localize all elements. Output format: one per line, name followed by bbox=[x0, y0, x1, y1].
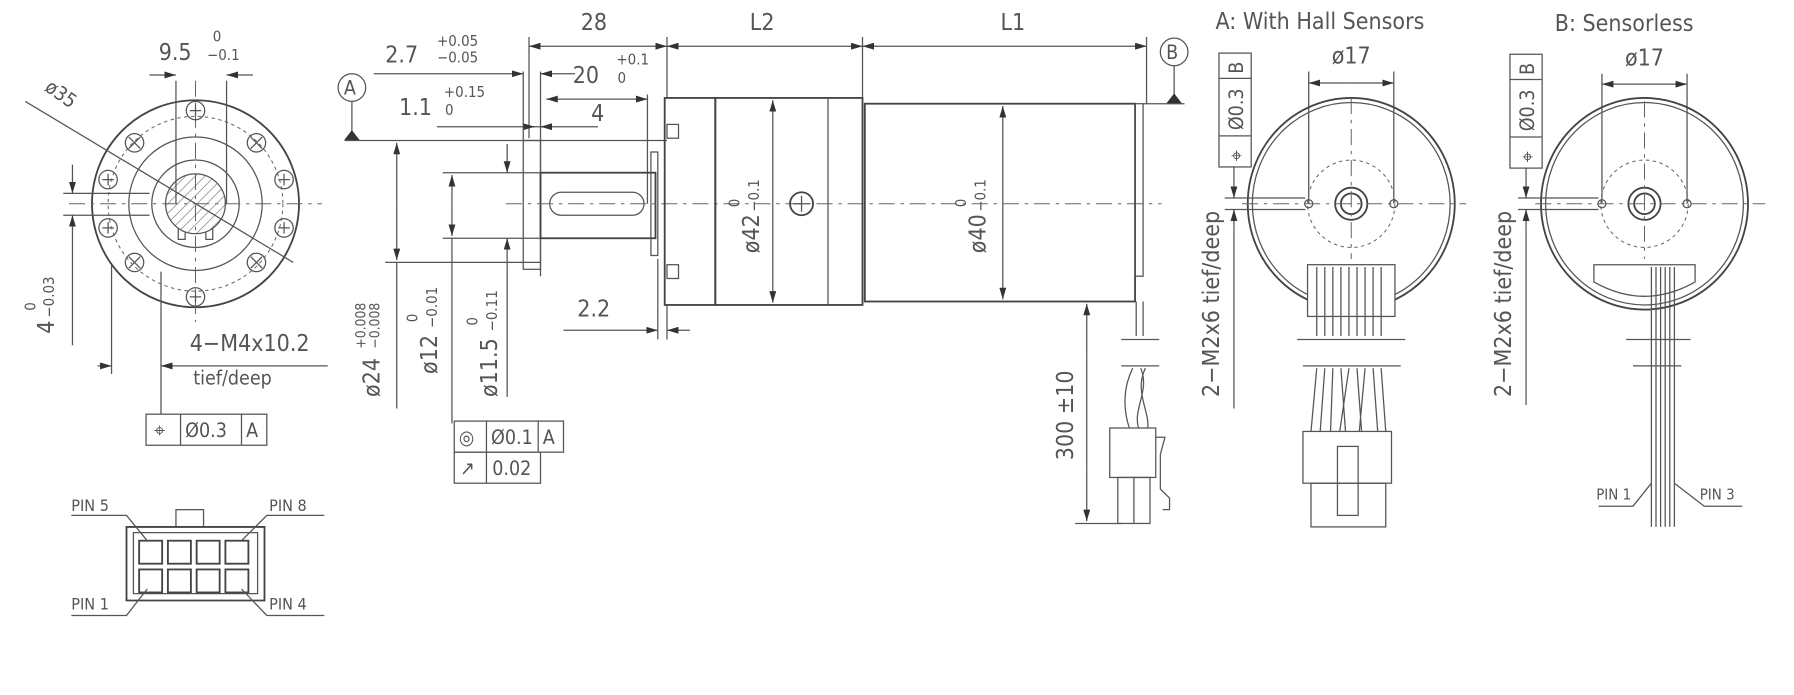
key-slot bbox=[549, 191, 645, 216]
dia-40-upper: 0 bbox=[952, 199, 970, 208]
dia-42-upper: 0 bbox=[725, 199, 743, 208]
diameter-35: ø35 bbox=[41, 75, 81, 113]
pin-4-label: PIN 4 bbox=[269, 595, 307, 614]
dia-12-lower: −0.01 bbox=[423, 287, 441, 328]
dia-11-5-lower: −0.11 bbox=[483, 290, 501, 331]
diameter-42: ø42 bbox=[739, 214, 765, 253]
position-icon: ⌖ bbox=[1516, 151, 1539, 162]
rear-view-hall-sensors: A: With Hall Sensors ø17 B Ø0.3 ⌖ 2−M2x6… bbox=[1199, 9, 1467, 528]
width-tol-upper: 0 bbox=[213, 28, 222, 46]
fcf-tolerance: Ø0.3 bbox=[185, 419, 227, 442]
view-b-thread: 2−M2x6 tief/deep bbox=[1491, 211, 1517, 397]
view-b-pin-1-label: PIN 1 bbox=[1596, 485, 1631, 503]
view-b-position-frame: B Ø0.3 ⌖ bbox=[1509, 53, 1543, 169]
view-a-thread: 2−M2x6 tief/deep bbox=[1199, 211, 1225, 397]
cable-length: 300 ±10 bbox=[1053, 370, 1079, 460]
motor-body bbox=[863, 102, 1136, 303]
pin-5-label: PIN 5 bbox=[71, 496, 109, 515]
dia-24-upper: +0.008 bbox=[354, 303, 370, 349]
position-tolerance-frame: ⌖ Ø0.3 A bbox=[145, 413, 268, 446]
diameter-40: ø40 bbox=[966, 214, 992, 253]
concentricity-tolerance-frame: ◎ Ø0.1 A ↗ 0.02 bbox=[453, 420, 565, 484]
dim-20-lower: 0 bbox=[618, 69, 627, 87]
diameter-11-5: ø11.5 bbox=[477, 338, 503, 397]
rear-view-sensorless: B: Sensorless ø17 PIN 1 PIN 3 B Ø0.3 ⌖ 2… bbox=[1491, 11, 1766, 527]
view-b-diameter: ø17 bbox=[1625, 46, 1664, 72]
pin-1-label: PIN 1 bbox=[71, 595, 109, 614]
connector-pinout: PIN 5 PIN 8 PIN 1 PIN 4 bbox=[71, 496, 325, 617]
view-b-title: B: Sensorless bbox=[1555, 11, 1694, 37]
view-b-fcf-tolerance: Ø0.3 bbox=[1516, 90, 1539, 132]
dim-1-1: 1.1 bbox=[399, 95, 432, 121]
dim-2-7-upper: +0.05 bbox=[437, 32, 478, 50]
view-a-position-frame: B Ø0.3 ⌖ bbox=[1218, 52, 1252, 168]
diameter-12: ø12 bbox=[417, 335, 443, 374]
width-dimension: 9.5 bbox=[159, 40, 192, 66]
gearhead-body bbox=[714, 97, 864, 306]
view-a-fcf-tolerance: Ø0.3 bbox=[1225, 88, 1248, 130]
dia-40-lower: −0.1 bbox=[972, 179, 990, 212]
view-a-title: A: With Hall Sensors bbox=[1216, 9, 1425, 35]
fcf-datum: A bbox=[246, 419, 258, 442]
dia-12-upper: 0 bbox=[403, 314, 421, 323]
concentricity-icon: ◎ bbox=[459, 426, 474, 449]
dim-20-upper: +0.1 bbox=[616, 51, 649, 69]
output-shaft bbox=[539, 171, 657, 240]
gearhead-flange bbox=[663, 97, 717, 306]
length-28: 28 bbox=[581, 10, 607, 36]
side-view: A 28 L2 L1 2.7 +0.05 −0.05 20 +0.1 0 1.1… bbox=[337, 10, 1189, 525]
length-l2: L2 bbox=[750, 10, 775, 36]
height-tol-lower: −0.03 bbox=[40, 276, 58, 317]
dim-1-1-upper: +0.15 bbox=[444, 83, 485, 101]
dim-1-1-lower: 0 bbox=[445, 101, 454, 119]
view-b-fcf-datum: B bbox=[1516, 63, 1539, 75]
bolt-circle bbox=[107, 115, 284, 292]
runout-tolerance: 0.02 bbox=[492, 457, 531, 480]
dia-24-lower: −0.008 bbox=[368, 303, 384, 349]
datum-b-label: B bbox=[1166, 41, 1178, 64]
datum-a-label: A bbox=[344, 77, 356, 100]
dia-11-5-upper: 0 bbox=[463, 317, 481, 326]
diameter-24: ø24 bbox=[360, 358, 386, 397]
dim-20: 20 bbox=[573, 63, 599, 89]
dim-2-7-lower: −0.05 bbox=[437, 48, 478, 66]
concentricity-datum: A bbox=[543, 426, 555, 449]
shaft-collar bbox=[522, 139, 542, 270]
height-tol-upper: 0 bbox=[22, 302, 40, 311]
dim-4: 4 bbox=[591, 101, 604, 127]
position-icon: ⌖ bbox=[1225, 150, 1248, 161]
thread-depth: tief/deep bbox=[193, 366, 272, 389]
view-a-diameter: ø17 bbox=[1332, 43, 1371, 69]
pin-8-label: PIN 8 bbox=[269, 496, 307, 515]
screw-heads bbox=[98, 100, 294, 307]
thread-callout: 4−M4x10.2 bbox=[190, 331, 310, 357]
runout-icon: ↗ bbox=[460, 457, 475, 480]
height-dimension: 4 bbox=[34, 321, 60, 334]
dim-2-7: 2.7 bbox=[385, 42, 418, 68]
concentricity-tolerance: Ø0.1 bbox=[491, 426, 533, 449]
width-tol-lower: −0.1 bbox=[207, 46, 240, 64]
view-b-pin-3-label: PIN 3 bbox=[1700, 485, 1735, 503]
dia-42-lower: −0.1 bbox=[745, 179, 763, 212]
dim-2-2: 2.2 bbox=[577, 296, 610, 322]
screw-icon bbox=[789, 191, 814, 217]
motor-cable bbox=[1109, 301, 1171, 525]
length-l1: L1 bbox=[1001, 10, 1026, 36]
front-view: 9.5 0 −0.1 ø35 4 0 −0.03 4−M4x10.2 tief/… bbox=[22, 28, 328, 446]
view-a-fcf-datum: B bbox=[1225, 62, 1248, 74]
position-icon: ⌖ bbox=[154, 419, 165, 442]
